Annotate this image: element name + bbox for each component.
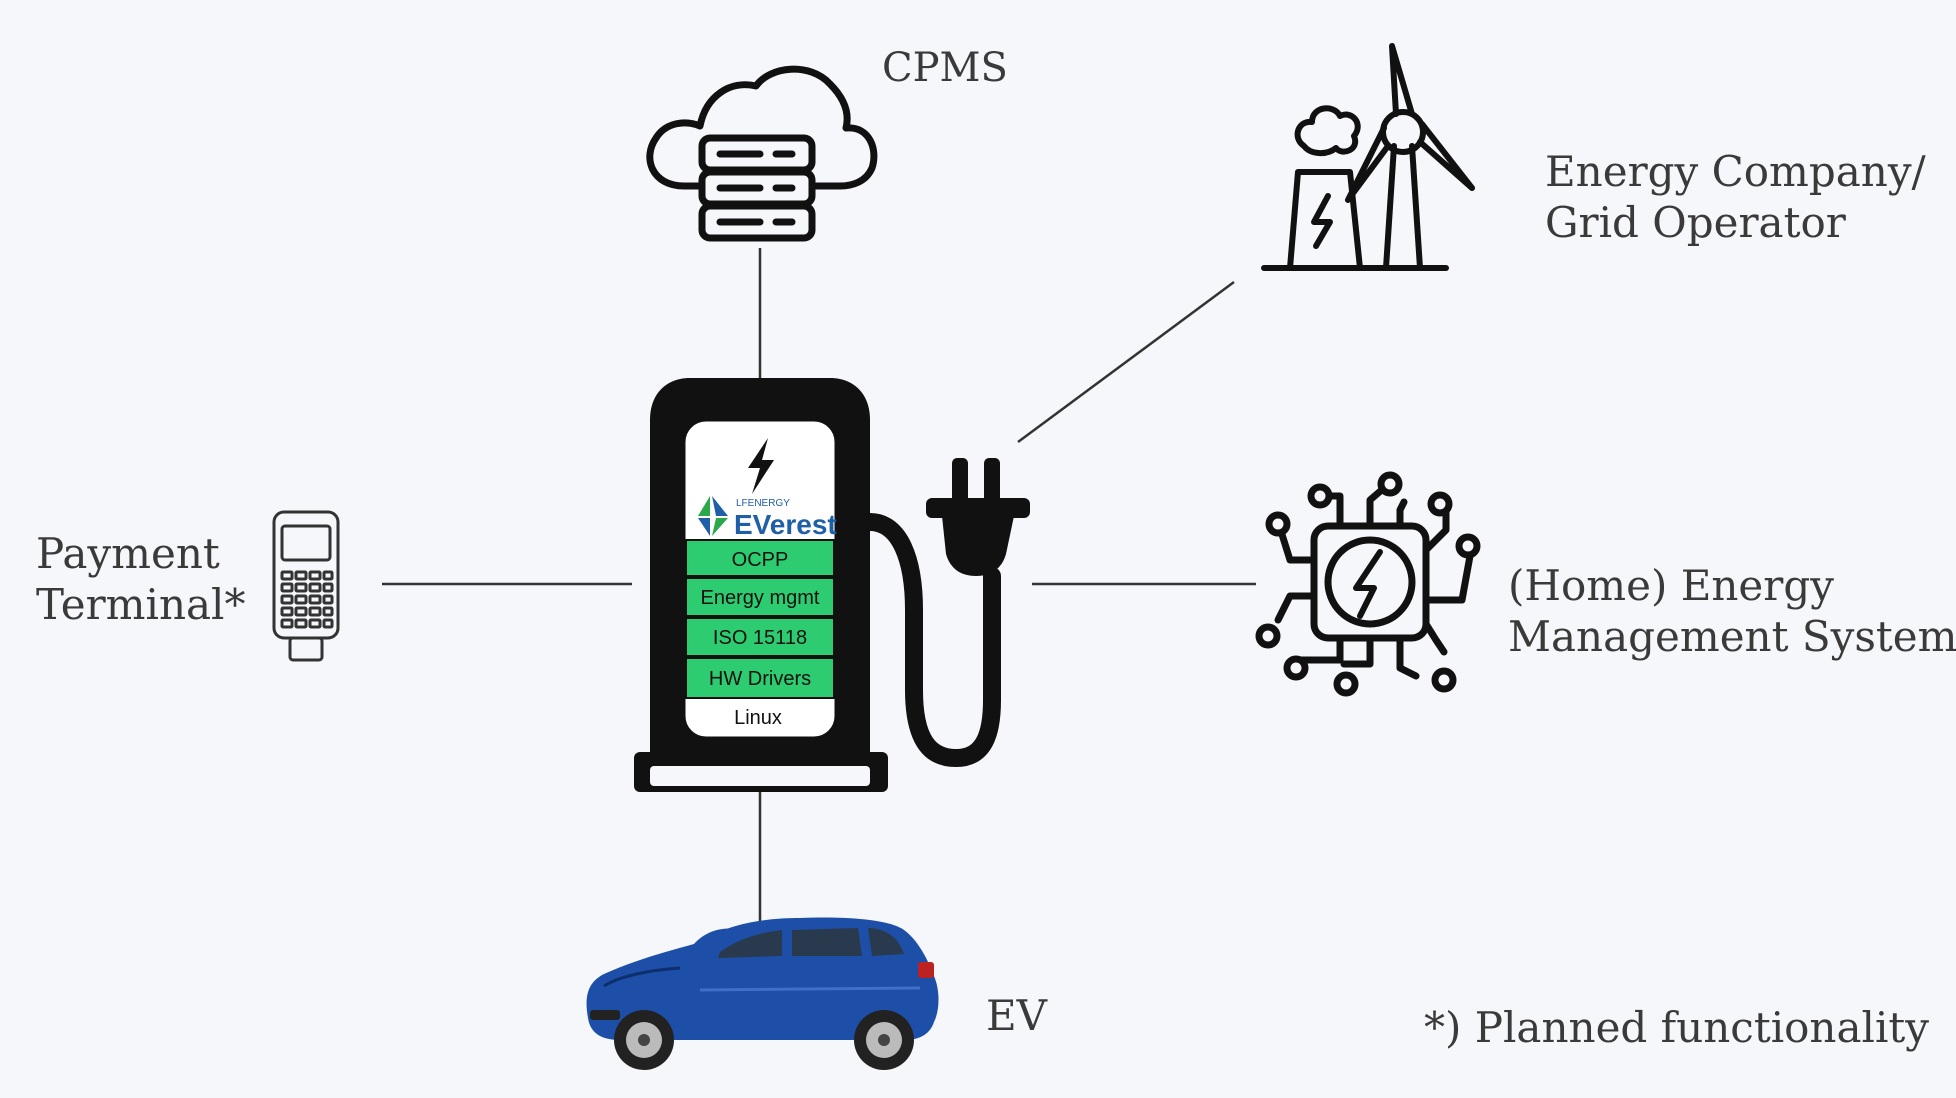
energy-company-label-line: Grid Operator (1545, 198, 1846, 248)
stack-layer (685, 657, 835, 699)
energy-company-label: Energy Company/ Grid Operator (1545, 146, 1926, 248)
charging-station-icon: LFENERGY EVerest OCPP Energy mgmt ISO 15… (634, 378, 1030, 792)
bolt-icon (748, 438, 774, 494)
payment-terminal-icon (272, 510, 340, 662)
charging-cable (861, 513, 1001, 768)
stack-layer (685, 539, 835, 577)
plug-icon (926, 458, 1030, 576)
home-ems-label-line: (Home) Energy (1508, 561, 1834, 610)
payment-terminal-label: Payment Terminal* (36, 528, 245, 630)
payment-terminal-label-line: Terminal* (36, 580, 246, 630)
logo-small-text: LFENERGY (736, 498, 790, 509)
stack-layer (685, 617, 835, 657)
footnote: *) Planned functionality (1424, 1003, 1929, 1052)
wind-turbine-factory-icon (1261, 43, 1475, 271)
stack-layer (685, 577, 835, 617)
payment-terminal-label-line: Payment (36, 529, 220, 578)
electric-car-icon (586, 917, 939, 1070)
everest-logo: LFENERGY EVerest (698, 496, 837, 540)
stack-label: OCPP (732, 549, 789, 571)
home-ems-label-line: Management System (1508, 612, 1956, 662)
ev-label: EV (986, 991, 1047, 1040)
stack-label: Energy mgmt (701, 587, 820, 609)
home-ems-label: (Home) Energy Management System (1508, 560, 1956, 662)
cloud-server-icon (646, 65, 878, 242)
energy-company-label-line: Energy Company/ (1545, 147, 1926, 196)
logo-brand-text: EVerest (734, 509, 837, 540)
stack-label: HW Drivers (709, 668, 811, 690)
cpms-label: CPMS (882, 45, 1008, 91)
software-stack: OCPP Energy mgmt ISO 15118 HW Drivers Li… (685, 539, 835, 729)
connector-energy-company (1017, 280, 1235, 444)
energy-chip-icon (1255, 471, 1481, 697)
stack-label: Linux (734, 707, 782, 729)
stack-label: ISO 15118 (713, 627, 807, 649)
